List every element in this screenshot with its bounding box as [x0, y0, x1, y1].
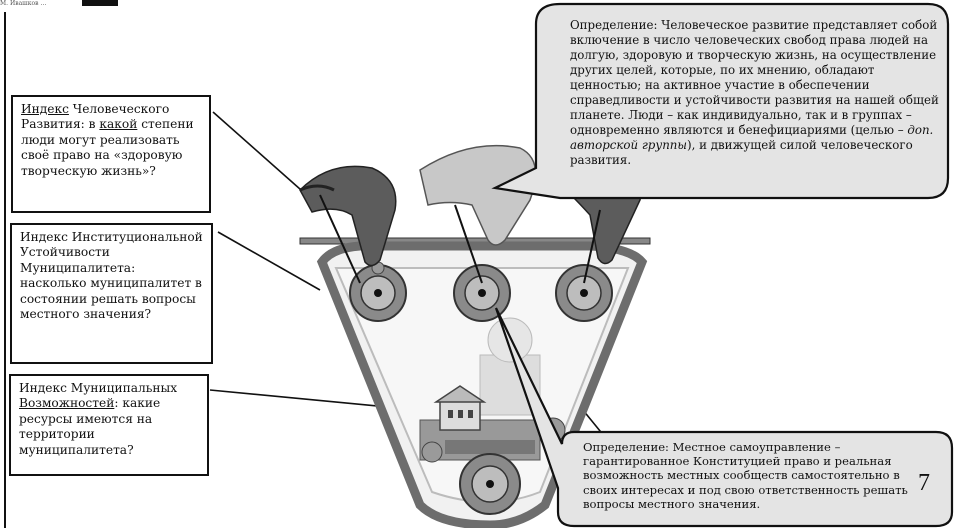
- figure-center-icon: [419, 144, 537, 284]
- human-development-text-end: ), и движущей силой человеческого развит…: [570, 138, 913, 167]
- tiny-caption: М. Ивашков …: [0, 0, 47, 7]
- word-which: какой: [99, 117, 138, 132]
- gear-center-icon: [453, 264, 511, 322]
- box-municipal-capacities-index: Индекс Муниципальных Возможностей: какие…: [9, 374, 209, 476]
- box-hdi-rest: Человеческого Развития: в: [21, 102, 170, 132]
- bubble-human-development: [491, 2, 950, 200]
- gear-right-icon: [555, 264, 613, 322]
- top-tab: [82, 0, 118, 6]
- figure-left-icon: [299, 165, 397, 284]
- word-index: Индекс: [21, 102, 69, 116]
- gear-bottom-icon: [459, 453, 521, 515]
- box-hdi-tail: степени люди могут реализовать своё прав…: [21, 117, 194, 178]
- word-capacities: Возможностей: [19, 396, 115, 411]
- human-development-definition: Определение: Человеческое развитие предс…: [570, 18, 942, 168]
- box-municipal-tail: : какие ресурсы имеются на территории му…: [19, 396, 161, 457]
- box-institutional-text: Индекс Институциональной Устойчивости Му…: [20, 230, 203, 322]
- box-human-development-index: Индекс Человеческого Развития: в какой с…: [11, 95, 211, 213]
- left-border: [4, 12, 6, 528]
- human-development-italic: доп. авторской группы: [570, 123, 934, 152]
- top-bar: [0, 0, 955, 4]
- box-institutional-stability-index: Индекс Институциональной Устойчивости Му…: [10, 223, 213, 364]
- connector-line-institutional: [217, 231, 321, 291]
- local-government-definition: Определение: Местное самоуправление – га…: [583, 440, 908, 511]
- gear-left-icon: [349, 264, 407, 322]
- human-development-text: Определение: Человеческое развитие предс…: [570, 18, 939, 137]
- box-municipal-lead: Индекс Муниципальных: [19, 381, 178, 395]
- bubble-local-government: [494, 307, 954, 528]
- page-number: 7: [918, 470, 930, 496]
